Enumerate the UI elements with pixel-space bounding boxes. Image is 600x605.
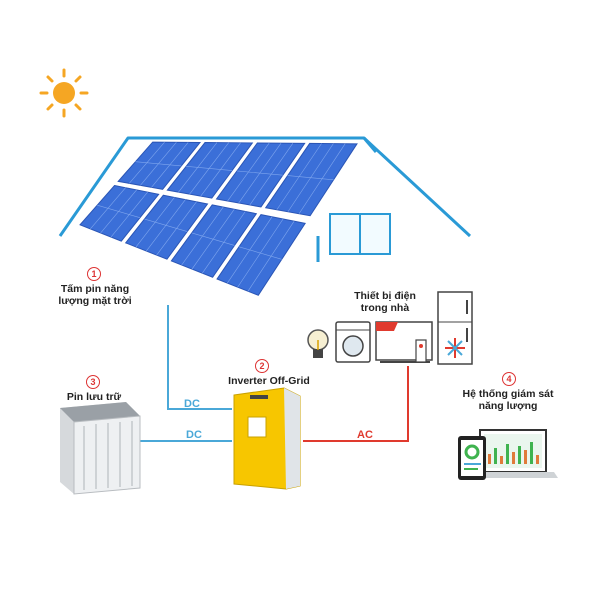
battery-label: Pin lưu trữ: [66, 391, 122, 403]
screen-bar: [524, 450, 527, 464]
screen-bar: [530, 442, 533, 464]
screen-bar: [512, 452, 515, 464]
inverter-device: [233, 387, 301, 490]
solar-panel: [215, 142, 306, 208]
wires: [138, 305, 409, 442]
solar-panel: [264, 142, 358, 217]
ac-wire: [303, 366, 409, 442]
sun-icon: [39, 68, 89, 118]
dc-label-panel: DC: [184, 398, 200, 410]
screen-bar: [536, 455, 539, 464]
screen-bar: [506, 444, 509, 464]
component-number-3: 3: [86, 375, 100, 389]
air-conditioner-icon: [445, 338, 465, 358]
solar-panel: [117, 141, 202, 190]
monitoring-label: Hệ thống giám sát năng lượng: [462, 388, 554, 412]
dc-wire-panel: [167, 305, 232, 410]
panel-cell-line: [144, 218, 188, 232]
ac-label: AC: [357, 429, 373, 441]
light-bulb-icon: [307, 329, 329, 358]
panel-cell-line: [238, 246, 282, 260]
inverter-label: Inverter Off-Grid: [228, 375, 310, 387]
screen-bar: [500, 456, 503, 464]
panel-cell-line: [97, 204, 141, 218]
remote-icon: [415, 339, 427, 363]
solar-panel: [79, 184, 160, 242]
screen-bar: [494, 448, 497, 464]
component-number-1: 1: [87, 267, 101, 281]
house-window: [329, 213, 391, 255]
panel-cell-line: [287, 175, 334, 181]
solar-panel-label: Tấm pin năng lượng mặt trời: [58, 283, 132, 307]
roof: [58, 136, 472, 262]
panel-cell-line: [191, 232, 235, 246]
solar-panel-array: [78, 140, 362, 302]
component-number-2: 2: [255, 359, 269, 373]
panel-cell-line: [186, 166, 233, 171]
component-number-4: 4: [502, 372, 516, 386]
monitoring-tablet-icon: [458, 436, 486, 480]
solar-panel: [170, 204, 258, 278]
screen-bar: [518, 446, 521, 464]
solar-panel: [216, 214, 306, 296]
panel-cell-line: [236, 170, 283, 176]
screen-bar: [488, 454, 491, 464]
washing-machine-icon: [335, 321, 371, 363]
panel-cell-line: [135, 161, 182, 167]
appliances-label: Thiết bị điện trong nhà: [354, 290, 416, 314]
battery-device: [60, 402, 141, 495]
solar-panel: [124, 194, 209, 260]
solar-panel: [166, 142, 254, 199]
dc-label-battery: DC: [186, 429, 202, 441]
